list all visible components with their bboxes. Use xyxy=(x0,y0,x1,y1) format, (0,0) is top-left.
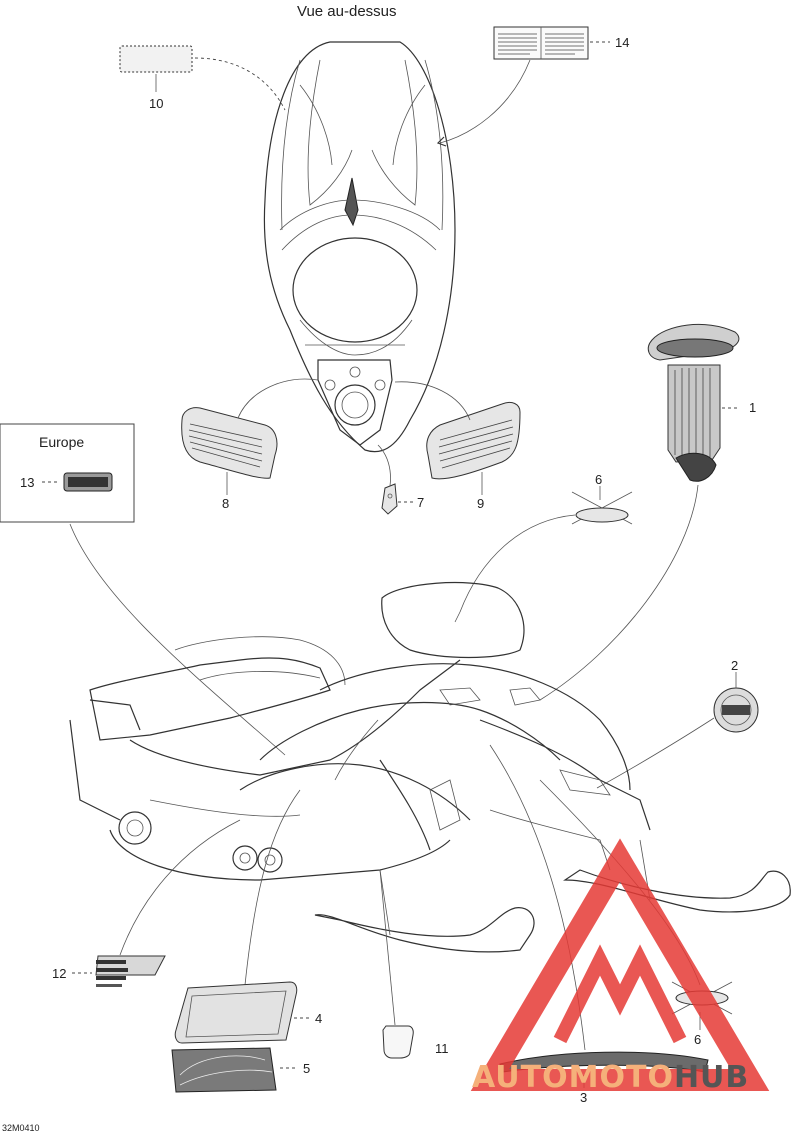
callout-12: 12 xyxy=(52,966,66,981)
watermark-hub: HUB xyxy=(674,1060,749,1095)
callout-4: 4 xyxy=(315,1011,322,1026)
decal-14-warning-label xyxy=(436,26,610,147)
europe-box xyxy=(0,423,286,756)
watermark-triangle-icon xyxy=(470,838,770,1091)
hood-top-view xyxy=(263,41,456,453)
view-title: Vue au-dessus xyxy=(297,3,397,20)
callout-5: 5 xyxy=(303,1061,310,1076)
callout-1: 1 xyxy=(749,400,756,415)
watermark-auto: AUTO xyxy=(472,1060,569,1095)
decal-8 xyxy=(181,378,319,495)
callout-3: 3 xyxy=(580,1090,587,1105)
decal-12 xyxy=(72,955,166,987)
decal-4 xyxy=(174,981,312,1044)
callout-13: 13 xyxy=(20,475,34,490)
decal-7 xyxy=(377,444,414,515)
europe-label: Europe xyxy=(39,434,84,450)
callout-9: 9 xyxy=(477,496,484,511)
callout-7: 7 xyxy=(417,495,424,510)
snowmobile-side-view xyxy=(69,581,791,1051)
watermark-m-icon xyxy=(553,944,687,1044)
callout-10: 10 xyxy=(149,96,163,111)
callout-2: 2 xyxy=(731,658,738,673)
callout-11: 11 xyxy=(435,1041,449,1056)
decal-1 xyxy=(539,323,740,701)
decal-9 xyxy=(394,381,521,495)
automotohub-watermark: AUTOMOTOHUB xyxy=(470,838,770,1095)
decal-11 xyxy=(382,1025,414,1059)
svg-text:AUTOMOTOHUB: AUTOMOTOHUB xyxy=(472,1060,749,1095)
decal-10 xyxy=(119,45,286,111)
callout-8: 8 xyxy=(222,496,229,511)
callout-14: 14 xyxy=(615,35,629,50)
decal-2-badge xyxy=(596,672,759,789)
decal-5 xyxy=(171,1047,298,1093)
decal-6-upper xyxy=(459,486,633,613)
watermark-moto: MOTO xyxy=(569,1060,674,1095)
drawing-code: 32M0410 xyxy=(2,1123,40,1133)
callout-6-lower: 6 xyxy=(694,1032,701,1047)
callout-6-upper: 6 xyxy=(595,472,602,487)
